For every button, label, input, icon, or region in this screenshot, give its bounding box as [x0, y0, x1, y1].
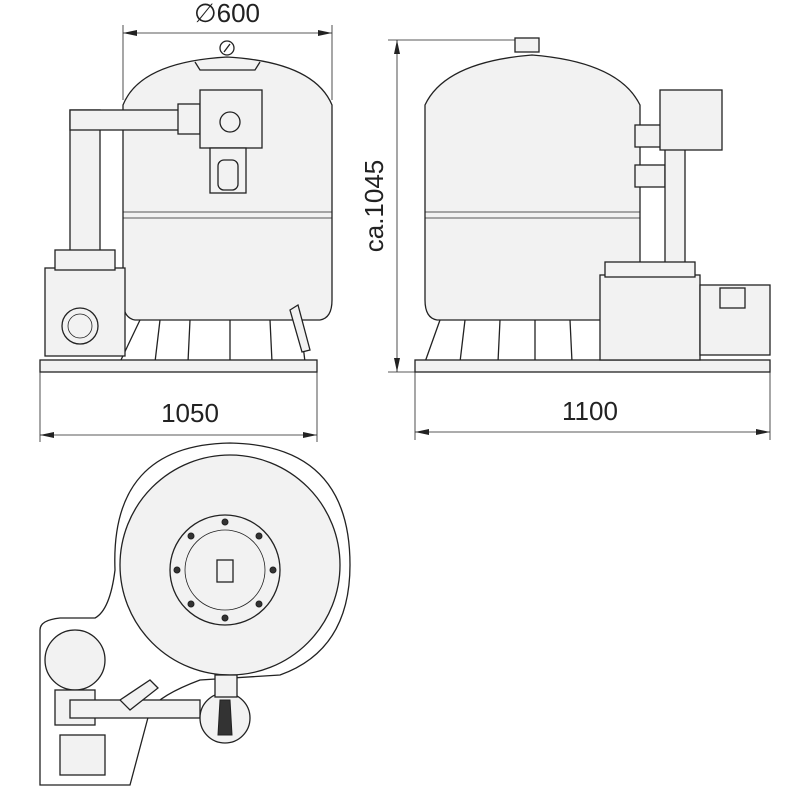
pump-side [599, 274, 701, 361]
side-width-label: 1100 [562, 396, 618, 426]
pressure-gauge-icon [219, 40, 235, 56]
diameter-label: ∅600 [194, 0, 260, 28]
top-view [39, 442, 351, 786]
multiport-valve [199, 89, 263, 149]
base-plate-side [414, 359, 771, 373]
side-view: ca.1045 1100 [359, 37, 771, 440]
pump-fan-icon [61, 307, 99, 345]
front-width-label: 1050 [161, 398, 219, 428]
height-label: ca.1045 [359, 160, 389, 253]
multiport-valve-side [659, 89, 723, 151]
front-view: ∅600 1050 [39, 0, 333, 442]
base-plate [39, 359, 318, 373]
motor-top [59, 734, 106, 776]
pump-top [44, 629, 106, 691]
pump [44, 267, 126, 357]
base-outline [39, 442, 351, 786]
filter-tank-side [424, 54, 641, 321]
pipe [69, 109, 101, 269]
lid-flange [169, 514, 281, 626]
